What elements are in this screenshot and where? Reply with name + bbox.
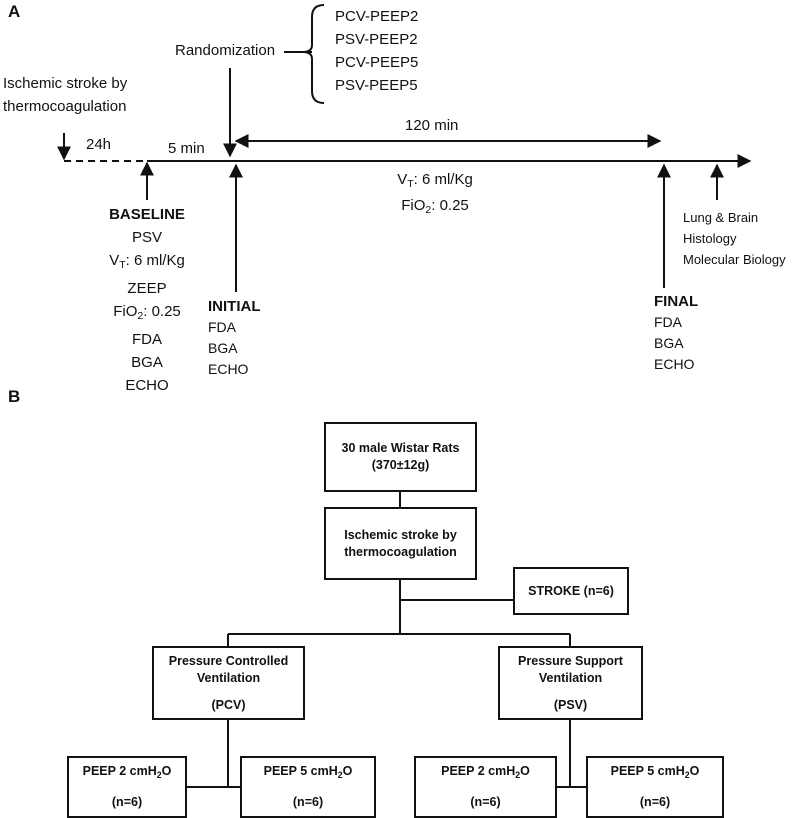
rats-line1: 30 male Wistar Rats	[341, 441, 460, 455]
post-analysis: Lung & Brain Histology Molecular Biology	[683, 207, 786, 270]
baseline-item: FDA	[132, 331, 162, 348]
panel-a-label: A	[8, 2, 21, 21]
psv-line2: Ventilation	[538, 670, 603, 685]
psv-peep2-box: PEEP 2 cmH2O (n=6)	[414, 756, 557, 818]
post-item: Lung & Brain	[683, 210, 759, 225]
ventilation-params: VT: 6 ml/Kg FiO2: 0.25	[380, 169, 490, 221]
group-item: PSV-PEEP2	[335, 31, 418, 48]
rats-box: 30 male Wistar Rats (370±12g)	[324, 422, 477, 492]
final-item: BGA	[654, 335, 684, 351]
stroke-box-line2: thermocoagulation	[344, 544, 457, 559]
peep2-label: PEEP 2 cmH2O	[441, 764, 530, 780]
pcv-line2: Ventilation	[196, 670, 261, 685]
stroke-group-box: STROKE (n=6)	[513, 567, 629, 615]
panel-b-label: B	[8, 387, 21, 406]
randomization-label: Randomization	[175, 42, 276, 59]
post-item: Molecular Biology	[683, 252, 786, 267]
time-5min: 5 min	[168, 140, 205, 157]
time-120min: 120 min	[405, 117, 459, 134]
pcv-peep2-box: PEEP 2 cmH2O (n=6)	[67, 756, 187, 818]
rats-line2: (370±12g)	[371, 458, 430, 472]
group-item: PCV-PEEP2	[335, 8, 419, 25]
stroke-label-line1: Ischemic stroke by	[3, 75, 128, 92]
baseline-fio2: FiO2: 0.25	[113, 303, 181, 322]
stroke-label-line2: thermocoagulation	[3, 98, 127, 115]
baseline-item: BGA	[131, 354, 163, 371]
pcv-peep5-box: PEEP 5 cmH2O (n=6)	[240, 756, 376, 818]
final-item: FDA	[654, 314, 682, 330]
final-block: FINAL FDA BGA ECHO	[654, 291, 698, 375]
n-label: (n=6)	[111, 795, 143, 809]
initial-item: ECHO	[208, 361, 249, 377]
n-label: (n=6)	[292, 795, 324, 809]
n-label: (n=6)	[639, 795, 671, 809]
psv-abbr: (PSV)	[553, 697, 588, 712]
pcv-abbr: (PCV)	[211, 697, 246, 712]
baseline-peep: ZEEP	[127, 280, 167, 297]
psv-line1: Pressure Support	[518, 653, 623, 668]
initial-title: INITIAL	[208, 298, 261, 315]
psv-box: Pressure Support Ventilation (PSV)	[498, 646, 643, 720]
vt-value: VT: 6 ml/Kg	[397, 171, 473, 190]
group-list: PCV-PEEP2 PSV-PEEP2 PCV-PEEP5 PSV-PEEP5	[335, 5, 418, 97]
pcv-box: Pressure Controlled Ventilation (PCV)	[152, 646, 305, 720]
post-item: Histology	[683, 231, 737, 246]
n-label: (n=6)	[470, 795, 501, 809]
time-24h: 24h	[86, 136, 112, 153]
final-item: ECHO	[654, 356, 695, 372]
baseline-block: BASELINE PSV VT: 6 ml/Kg ZEEP FiO2: 0.25…	[92, 203, 202, 397]
group-brace	[302, 4, 325, 104]
final-title: FINAL	[654, 293, 699, 310]
initial-block: INITIAL FDA BGA ECHO	[208, 296, 261, 380]
baseline-vt: VT: 6 ml/Kg	[109, 252, 185, 271]
baseline-title: BASELINE	[109, 206, 185, 223]
ischemic-stroke-box: Ischemic stroke by thermocoagulation	[324, 507, 477, 580]
baseline-item: ECHO	[125, 377, 169, 394]
initial-item: FDA	[208, 319, 236, 335]
peep5-label: PEEP 5 cmH2O	[263, 764, 353, 780]
peep5-label: PEEP 5 cmH2O	[610, 764, 700, 780]
group-item: PCV-PEEP5	[335, 54, 419, 71]
stroke-box-line1: Ischemic stroke by	[344, 527, 457, 542]
stroke-group-label: STROKE (n=6)	[528, 583, 614, 598]
initial-item: BGA	[208, 340, 238, 356]
group-item: PSV-PEEP5	[335, 77, 418, 94]
psv-peep5-box: PEEP 5 cmH2O (n=6)	[586, 756, 724, 818]
fio2-value: FiO2: 0.25	[401, 197, 469, 216]
pcv-line1: Pressure Controlled	[168, 653, 289, 668]
baseline-mode: PSV	[131, 229, 162, 246]
stroke-label: Ischemic stroke by thermocoagulation	[3, 72, 127, 118]
peep2-label: PEEP 2 cmH2O	[82, 764, 172, 780]
